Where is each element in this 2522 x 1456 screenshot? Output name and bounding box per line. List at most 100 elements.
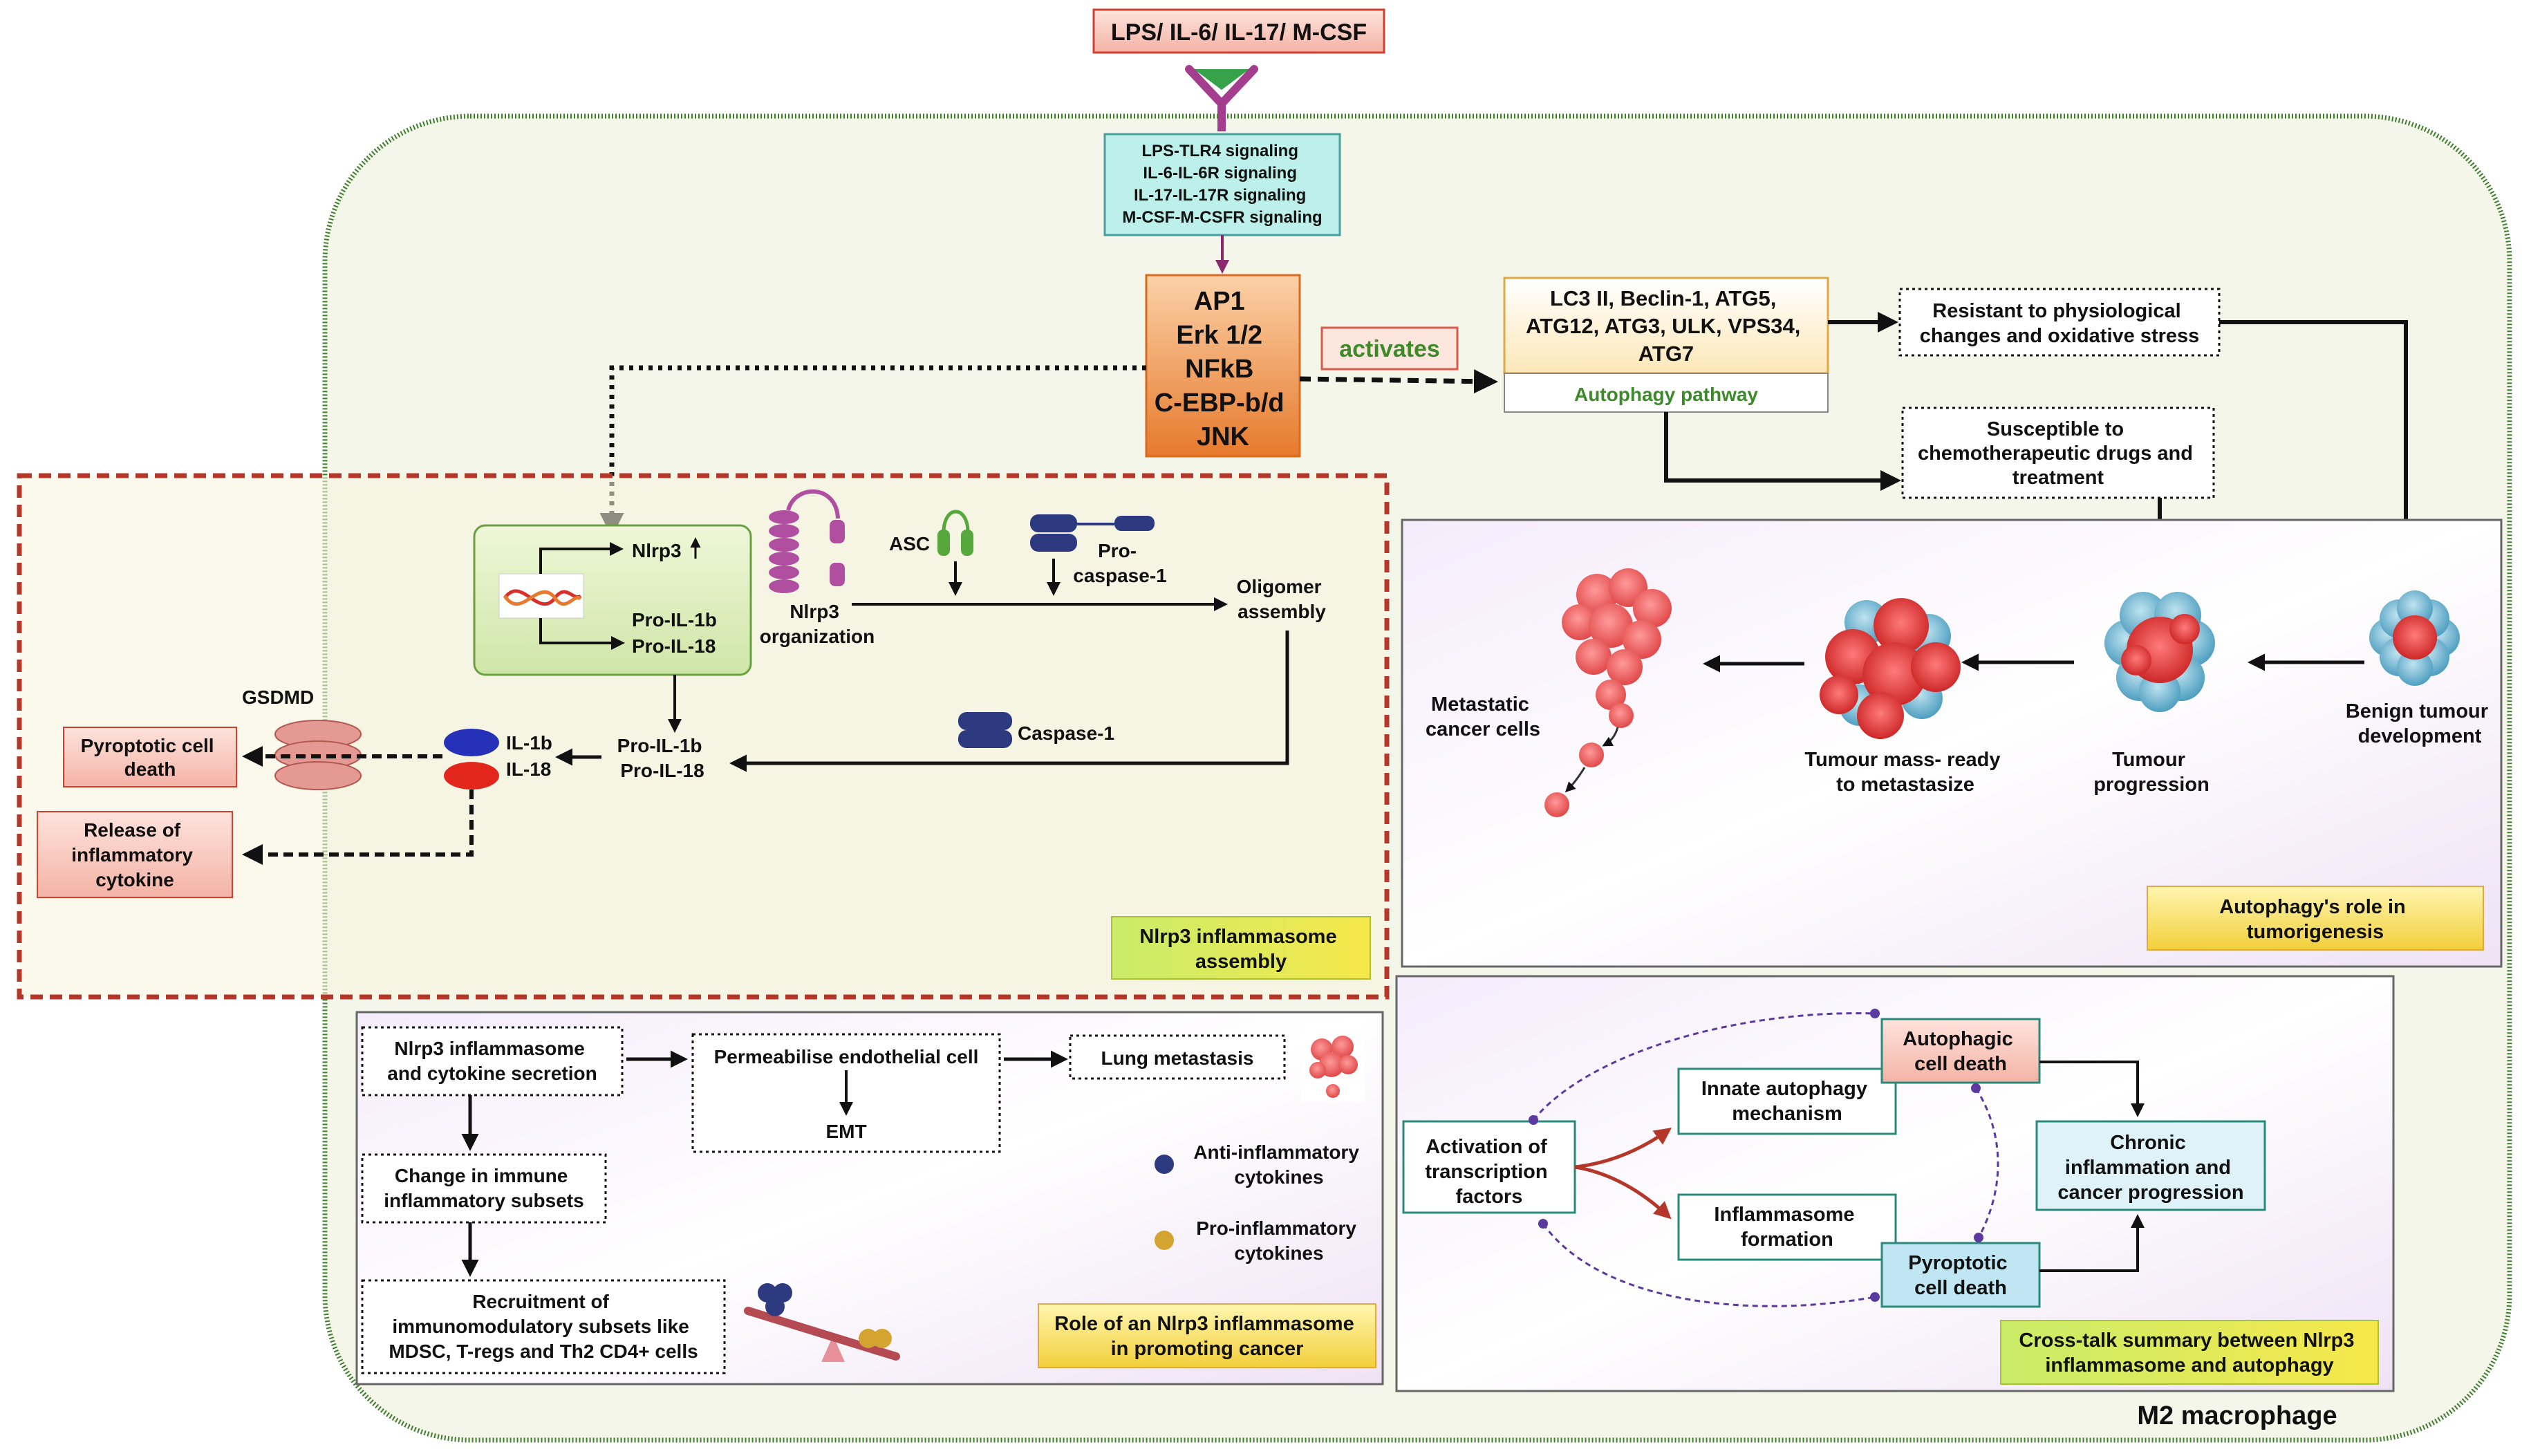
pro-caspase-icon xyxy=(1030,514,1155,552)
immune-change-text: Change in immune inflammatory subsets xyxy=(384,1165,583,1211)
inflammasome-formation-box xyxy=(1677,1193,1897,1261)
arrow-to-innate xyxy=(1574,1128,1672,1169)
autophagy-genes-box xyxy=(1503,277,1829,375)
arrow-pyroptotic-to-chronic xyxy=(2039,1214,2145,1272)
pyroptotic-box xyxy=(63,727,237,787)
metastatic-label: Metastatic cancer cells xyxy=(1426,693,1540,740)
tumour-progression-label: Tumour progression xyxy=(2093,749,2210,796)
lung-label: Lung metastasis xyxy=(1101,1047,1254,1069)
resistant-text: Resistant to physiological changes and o… xyxy=(1920,300,2200,347)
crosstalk-curve-bottom xyxy=(1542,1223,1876,1307)
cleaved-pro-il-labels: Pro-IL-1b Pro-IL-18 xyxy=(617,735,708,781)
anti-inflammatory-label: Anti-inflammatory cytokines xyxy=(1193,1141,1364,1188)
lung-tumour-icon xyxy=(1301,1023,1365,1102)
anti-inflammatory-dot xyxy=(1155,1155,1174,1174)
resistant-box xyxy=(1898,288,2221,357)
innate-box xyxy=(1677,1067,1897,1135)
receptor-icon xyxy=(1185,65,1258,131)
pro-inflammatory-label: Pro-inflammatory cytokines xyxy=(1196,1217,1362,1264)
stimulus-label: LPS/ IL-6/ IL-17/ M-CSF xyxy=(1111,19,1367,46)
metastatic-cells-icon xyxy=(1544,568,1672,817)
release-box xyxy=(37,811,233,898)
pro-inflammatory-dot xyxy=(1155,1231,1174,1250)
crosstalk-curve-right xyxy=(1974,1088,1999,1238)
pyroptotic-crosstalk-text: Pyroptotic cell death xyxy=(1908,1252,2012,1299)
pyroptotic-crosstalk-box xyxy=(1880,1242,2041,1308)
crosstalk-node-top-end xyxy=(1870,1009,1880,1018)
crosstalk-node-bottom-start xyxy=(1538,1219,1548,1229)
asc-icon xyxy=(937,510,973,556)
crosstalk-node-right-end xyxy=(1974,1233,1983,1242)
tumorigenesis-label: Autophagy's role in tumorigenesis xyxy=(2219,896,2411,943)
recruitment-text: Recruitment of immunomodulatory subsets … xyxy=(389,1291,698,1362)
autophagic-text: Autophagic cell death xyxy=(1903,1028,2019,1075)
balance-scale-icon xyxy=(744,1283,900,1362)
gsdmd-label: GSDMD xyxy=(242,687,314,708)
susceptible-box xyxy=(1901,407,2215,499)
nucleus-pro-il-labels: Pro-IL-1b Pro-IL-18 xyxy=(632,609,722,657)
emt-label: EMT xyxy=(825,1121,866,1142)
immune-change-box xyxy=(361,1153,607,1224)
nlrp3-protein-icon xyxy=(769,489,845,593)
cell-label: M2 macrophage xyxy=(2137,1401,2337,1430)
permeabilise-label: Permeabilise endothelial cell xyxy=(714,1046,979,1067)
arrow-autophagic-to-chronic xyxy=(2039,1061,2145,1117)
tumorigenesis-label-box xyxy=(2147,886,2484,951)
innate-text: Innate autophagy mechanism xyxy=(1701,1078,1873,1125)
autophagic-box xyxy=(1880,1018,2041,1084)
nlrp3-organization-label: Nlrp3 organization xyxy=(760,601,875,647)
arrow-to-release xyxy=(242,790,474,865)
autophagy-genes-text: LC3 II, Beclin-1, ATG5, ATG12, ATG3, ULK… xyxy=(1526,286,1806,366)
autophagy-pathway-box xyxy=(1504,373,1829,413)
arrow-dna-to-pro-il xyxy=(539,618,625,650)
crosstalk-label-box xyxy=(2000,1320,2379,1385)
susceptible-text: Susceptible to chemotherapeutic drugs an… xyxy=(1918,418,2198,489)
secretion-box xyxy=(361,1026,624,1096)
il1b-icon xyxy=(444,729,499,756)
signaling-text: LPS-TLR4 signaling IL-6-IL-6R signaling … xyxy=(1122,142,1322,227)
activates-label: activates xyxy=(1339,336,1440,362)
activation-text: Activation of transcription factors xyxy=(1425,1136,1553,1208)
secretion-text: Nlrp3 inflammasome and cytokine secretio… xyxy=(387,1038,597,1084)
pro-caspase-label: Pro- caspase-1 xyxy=(1073,540,1166,586)
nucleus-box xyxy=(473,524,752,676)
il-labels: IL-1b IL-18 xyxy=(506,732,558,780)
crosstalk-label: Cross-talk summary between Nlrp3 inflamm… xyxy=(2019,1329,2360,1376)
crosstalk-node-top-start xyxy=(1529,1115,1538,1125)
benign-tumour-label: Benign tumour development xyxy=(2346,700,2494,747)
lung-box xyxy=(1069,1034,1286,1080)
arrow-resistant-to-benign xyxy=(2219,320,2416,584)
tumour-mass-label: Tumour mass- ready to metastasize xyxy=(1804,749,2006,796)
dna-icon xyxy=(498,573,584,619)
crosstalk-node-right-start xyxy=(1971,1083,1981,1093)
caspase-1-label: Caspase-1 xyxy=(1018,722,1114,744)
inflammasome-formation-text: Inflammasome formation xyxy=(1714,1204,1860,1251)
arrow-tf-to-nlrp3 xyxy=(599,365,1146,537)
il18-icon xyxy=(444,762,499,790)
stimulus-box xyxy=(1092,8,1385,54)
arrow-tf-to-autophagy xyxy=(1299,369,1498,394)
chronic-text: Chronic inflammation and cancer progress… xyxy=(2057,1132,2243,1204)
autophagy-pathway-label: Autophagy pathway xyxy=(1574,384,1758,405)
transcription-factors-text: AP1 Erk 1/2 NFkB C-EBP-b/d JNK xyxy=(1155,287,1291,451)
arrow-to-inflammasome-formation xyxy=(1574,1165,1672,1220)
caspase-1-icon xyxy=(958,712,1012,748)
crosstalk-curve-top xyxy=(1532,1012,1876,1121)
pyroptotic-label: Pyroptotic cell death xyxy=(81,735,220,780)
arrow-oligomer-to-cleavage xyxy=(729,631,1289,772)
recruitment-box xyxy=(361,1279,726,1374)
arrow-to-susceptible xyxy=(1664,412,1901,491)
transcription-factors-box xyxy=(1145,274,1301,458)
chronic-box xyxy=(2035,1120,2266,1211)
inflammasome-label-box xyxy=(1111,916,1371,980)
activation-box xyxy=(1402,1120,1576,1214)
inflammasome-label: Nlrp3 inflammasome assembly xyxy=(1139,926,1342,973)
tumour-mass-icon xyxy=(1820,598,1961,739)
arrow-dna-to-nlrp3 xyxy=(539,542,624,574)
cancer-role-label-box xyxy=(1038,1303,1376,1368)
tumour-progression-icon xyxy=(2104,592,2215,712)
benign-tumour-icon xyxy=(2369,590,2460,686)
activates-box xyxy=(1320,326,1459,371)
cancer-role-label: Role of an Nlrp3 inflammasome in promoti… xyxy=(1054,1313,1360,1360)
